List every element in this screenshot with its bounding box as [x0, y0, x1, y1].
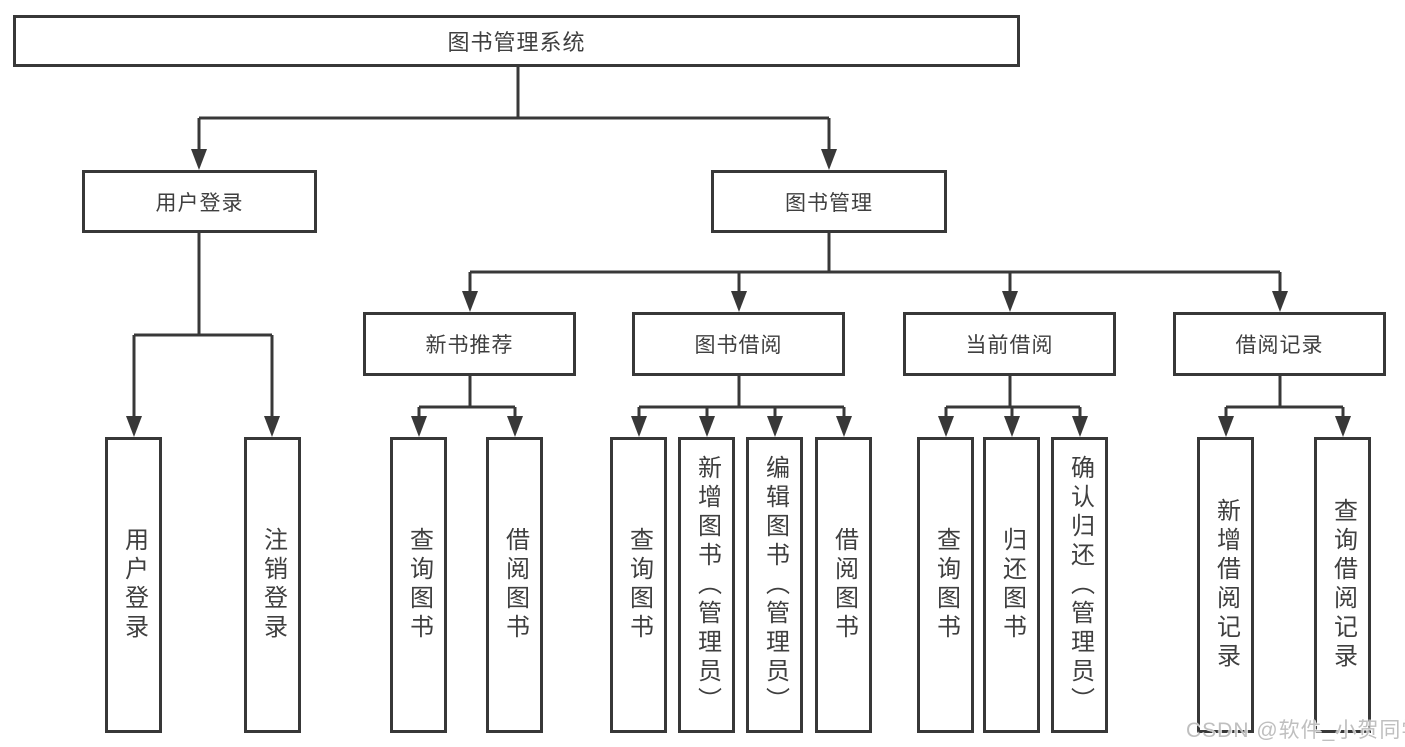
node-user-login: 用户登录: [82, 170, 317, 233]
leaf-user-login: 用户登录: [105, 437, 162, 733]
leaf-newbook-borrow-books: 借阅图书: [486, 437, 543, 733]
leaf-records-add-record-label: 新增借阅记录: [1212, 498, 1240, 672]
node-current-borrow: 当前借阅: [903, 312, 1116, 376]
connector-book-management-children: [462, 233, 1288, 312]
leaf-borrow-edit-books-label: 编辑图书（管理员）: [761, 454, 789, 716]
connector-book-borrow-children: [631, 376, 852, 437]
leaf-borrow-add-books-label: 新增图书（管理员）: [693, 454, 721, 716]
leaf-borrow-add-books: 新增图书（管理员）: [678, 437, 735, 733]
leaf-current-confirm-return: 确认归还（管理员）: [1051, 437, 1108, 733]
leaf-newbook-query-books: 查询图书: [390, 437, 447, 733]
node-root: 图书管理系统: [13, 15, 1020, 67]
leaf-logout-label: 注销登录: [259, 527, 287, 643]
node-book-management: 图书管理: [711, 170, 947, 233]
leaf-records-add-record: 新增借阅记录: [1197, 437, 1254, 733]
leaf-borrow-borrow-books: 借阅图书: [815, 437, 872, 733]
leaf-borrow-query-books: 查询图书: [610, 437, 667, 733]
leaf-user-login-label: 用户登录: [120, 527, 148, 643]
csdn-watermark: CSDN @软件_小贺同学: [1186, 719, 1405, 742]
leaf-records-query-record-label: 查询借阅记录: [1329, 498, 1357, 672]
node-new-book-recommend: 新书推荐: [363, 312, 576, 376]
connector-root-to-level2: [191, 67, 837, 170]
leaf-borrow-query-books-label: 查询图书: [625, 527, 653, 643]
leaf-records-query-record: 查询借阅记录: [1314, 437, 1371, 733]
node-book-borrow: 图书借阅: [632, 312, 845, 376]
leaf-newbook-borrow-books-label: 借阅图书: [501, 527, 529, 643]
leaf-current-confirm-return-label: 确认归还（管理员）: [1066, 454, 1094, 716]
connector-user-login-children: [126, 233, 280, 437]
connector-borrow-records-children: [1218, 376, 1351, 437]
node-borrow-records: 借阅记录: [1173, 312, 1386, 376]
connector-current-borrow-children: [938, 376, 1088, 437]
connector-new-book-recommend-children: [411, 376, 523, 437]
leaf-current-return-books: 归还图书: [983, 437, 1040, 733]
leaf-borrow-borrow-books-label: 借阅图书: [830, 527, 858, 643]
leaf-newbook-query-books-label: 查询图书: [405, 527, 433, 643]
leaf-current-query-books-label: 查询图书: [932, 527, 960, 643]
leaf-current-query-books: 查询图书: [917, 437, 974, 733]
leaf-borrow-edit-books: 编辑图书（管理员）: [746, 437, 803, 733]
leaf-logout: 注销登录: [244, 437, 301, 733]
leaf-current-return-books-label: 归还图书: [998, 527, 1026, 643]
